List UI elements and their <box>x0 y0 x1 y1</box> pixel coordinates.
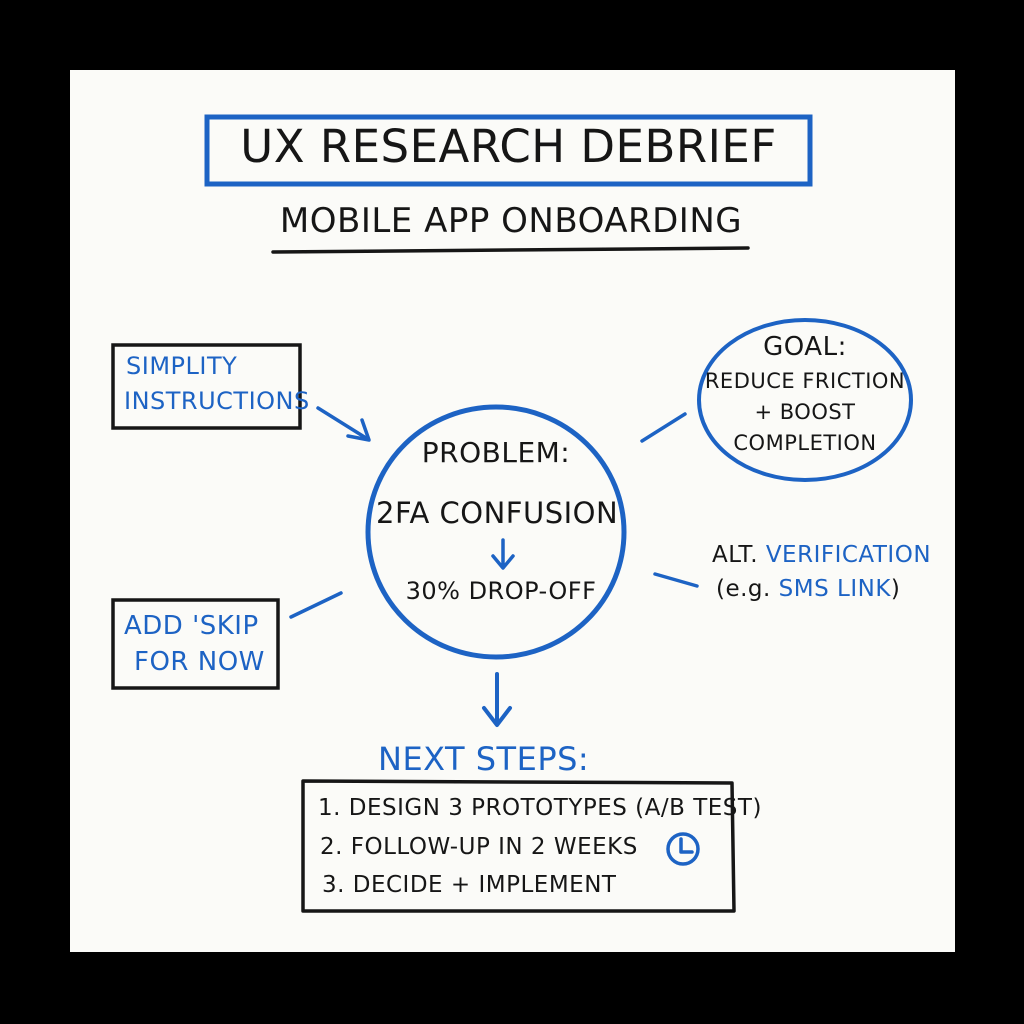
problem-label: PROBLEM: <box>421 436 571 469</box>
alt-eg-prefix: (e.g. <box>716 576 771 602</box>
idea-simplify-line1: SIMPLITY <box>126 352 238 380</box>
next-steps-label: NEXT STEPS: <box>378 740 590 778</box>
idea-skip-line2: FOR NOW <box>134 647 265 677</box>
idea-simplify-line2: INSTRUCTIONS <box>124 387 310 415</box>
idea-alt-verification-line2: (e.g. SMS LINK) <box>716 576 900 602</box>
goal-line3: COMPLETION <box>733 431 877 455</box>
next-step-3: 3. DECIDE + IMPLEMENT <box>322 872 617 898</box>
alt-prefix: ALT. <box>712 542 759 568</box>
problem-issue: 2FA CONFUSION <box>376 496 619 530</box>
page-title: UX RESEARCH DEBRIEF <box>240 120 777 173</box>
alt-eg-suffix: ) <box>890 576 901 602</box>
next-step-1: 1. DESIGN 3 PROTOTYPES (A/B TEST) <box>318 795 762 821</box>
goal-label: GOAL: <box>763 332 847 362</box>
alt-highlight: VERIFICATION <box>765 542 932 568</box>
goal-line1: REDUCE FRICTION <box>704 369 906 393</box>
goal-line2: + BOOST <box>754 400 856 424</box>
next-step-2: 2. FOLLOW-UP IN 2 WEEKS <box>320 834 638 860</box>
page-subtitle: MOBILE APP ONBOARDING <box>279 201 743 241</box>
alt-sms-link: SMS LINK <box>778 576 891 602</box>
idea-alt-verification-line1: ALT. VERIFICATION <box>712 542 931 568</box>
idea-skip-line1: ADD 'SKIP <box>124 611 259 641</box>
problem-impact: 30% DROP-OFF <box>405 577 597 605</box>
